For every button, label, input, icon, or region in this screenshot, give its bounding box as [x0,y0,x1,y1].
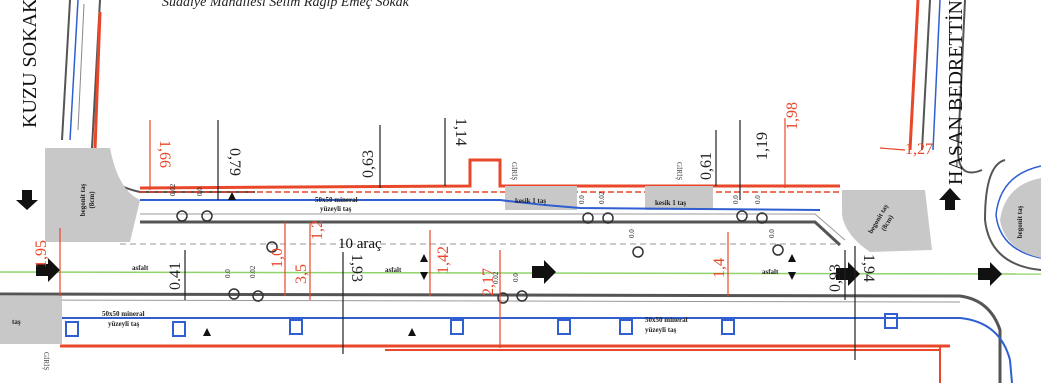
right-street-edges [908,0,1041,271]
dimension-label: 1,0 [269,248,286,268]
begonit-left-label: begonit taş [79,183,87,216]
level-value: 0.0 [768,229,776,238]
dimension-label: 1,14 [452,118,469,146]
giris-label-top-2: GİRİŞ [675,162,683,180]
road-centerline [0,271,1041,275]
dimension-label: 1,27 [905,141,933,158]
level-markers: 0.02 0.0 0.0 0.02 0.02 0.0 0.0 0.02 0.0 … [169,183,776,284]
arrow-down-icon [16,190,38,210]
asphalt-label-3: asfalt [762,268,779,276]
dimension-label: 1,42 [435,246,452,274]
curb-bottom-line1: 50x50 mineral [102,310,145,318]
small-arrows [203,192,796,336]
arrow-up-icon [939,188,961,210]
begonit-corner-left [45,148,140,242]
dimension-label: 0,79 [226,148,243,176]
level-value: 0.0 [732,195,740,204]
level-value: 0.0 [628,229,636,238]
dimension-label: 0,63 [360,150,377,178]
left-edge-label: taş [12,318,21,326]
asphalt-label-1: asfalt [132,264,149,272]
arrow-right-icon [36,258,60,282]
dimension-label: 0.41 [167,262,184,290]
level-value: 0.0 [754,195,762,204]
road-edges [0,292,1013,383]
curb-bottom-line2: yüzeyli taş [108,320,140,328]
begonit-far-right-label: begonit taş [1016,205,1024,238]
dimension-label: 1,66 [156,140,173,168]
asphalt-label-2: asfalt [385,266,402,274]
dimension-label: 1,93 [348,254,365,282]
dimension-label: 1,94 [860,254,877,282]
parking-note: 10 araç [338,236,382,252]
level-value: 0.02 [492,271,500,284]
node-markers [176,210,784,304]
curb-top-line2: yüzeyli taş [320,205,352,213]
curb-bottom-line2-right: yüzeyli taş [645,326,677,334]
left-street-label: KUZU SOKAK [19,0,41,128]
dimension-label: 2,17 [480,268,497,296]
curb-top-line1: 50x50 mineral [315,196,358,204]
level-value: 0.02 [598,191,606,204]
bottom-building-edges [385,346,941,383]
dimension-label: 1,4 [711,258,728,278]
giris-label-left: GİRİŞ [42,352,50,370]
dimension-label: 1,2 [309,220,326,240]
begonit-far-right [1000,178,1041,258]
begonit-corner-right [842,190,932,252]
dimension-label: 1,19 [754,132,771,160]
level-value: 0.02 [249,265,257,278]
arrow-right-icon [836,262,860,286]
top-sidewalk [139,158,846,247]
kesik-label-1: kesik 1 taş [515,197,546,205]
dimension-label: 1,98 [784,102,801,130]
top-caption: Sudaiye Mahallesi Selim Ragip Emeç Sokak [162,0,410,10]
dimension-label: 0,93 [827,264,844,292]
dimension-label: 0,61 [698,152,715,180]
dimension-lines-black [184,118,856,360]
dimension-label: 3,5 [293,264,310,284]
traffic-arrows [36,258,1002,286]
level-value: 0.0 [512,273,520,282]
arrow-right-icon [532,260,556,284]
curb-bottom-line1-right: 50x50 mineral [645,316,688,324]
dimension-label: 1,95 [33,240,50,268]
kesik-label-2: kesik 1 taş [655,199,686,207]
level-value: 0.0 [224,269,232,278]
left-edge-block [0,296,62,344]
tree-pits [65,313,898,337]
right-street-label: HASAN BEDRETTİN [944,0,967,185]
dimension-lines-red [59,118,906,348]
level-value: 0.02 [169,183,177,196]
level-value: 0.0 [196,187,204,196]
giris-label-top-1: GİRİŞ [510,162,518,180]
begonit-left-size: (8cm) [88,191,96,209]
arrow-right-icon [978,262,1002,286]
level-value: 0.0 [578,195,586,204]
